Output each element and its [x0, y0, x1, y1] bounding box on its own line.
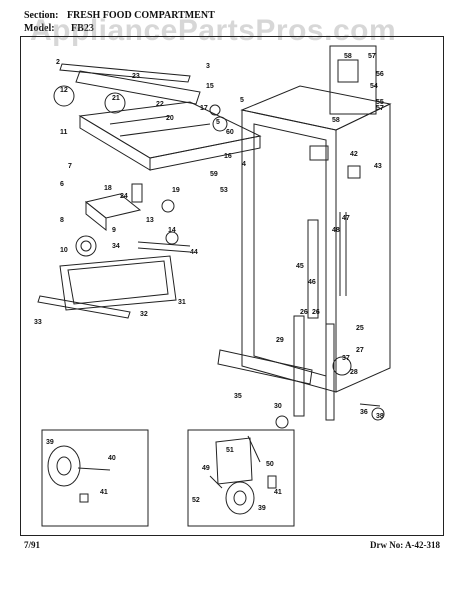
callout-33: 33 — [34, 319, 42, 326]
callout-35: 35 — [234, 393, 242, 400]
callout-39b: 39 — [258, 505, 266, 512]
callout-14: 14 — [168, 227, 176, 234]
callout-56: 56 — [376, 71, 384, 78]
model-value: FB23 — [71, 23, 94, 34]
callout-18: 18 — [104, 185, 112, 192]
model-label: Model: — [24, 23, 55, 34]
callout-17: 17 — [200, 105, 208, 112]
callout-5b: 5 — [216, 119, 220, 126]
callout-34: 34 — [112, 243, 120, 250]
callout-2: 2 — [56, 59, 60, 66]
caster-part — [47, 445, 111, 503]
callout-9: 9 — [112, 227, 116, 234]
callout-24: 24 — [120, 193, 128, 200]
callout-7: 7 — [68, 163, 72, 170]
hinge-caster-part — [209, 435, 277, 515]
callout-10: 10 — [60, 247, 68, 254]
exploded-parts-diagram: 2 3 23 12 21 22 15 5 17 5 60 20 11 4 16 … — [34, 45, 392, 527]
callout-41: 41 — [100, 489, 108, 496]
callout-47: 47 — [342, 215, 350, 222]
callout-3: 3 — [206, 63, 210, 70]
callout-19: 19 — [172, 187, 180, 194]
footer-date: 7/91 — [24, 540, 41, 550]
callout-27: 27 — [356, 347, 364, 354]
callout-30: 30 — [274, 403, 282, 410]
rail-part — [59, 63, 201, 105]
callout-6: 6 — [60, 181, 64, 188]
callout-60: 60 — [226, 129, 234, 136]
callout-5: 5 — [240, 97, 244, 104]
callout-4: 4 — [242, 161, 246, 168]
callout-46: 46 — [308, 279, 316, 286]
callout-51: 51 — [226, 447, 234, 454]
callout-29: 29 — [276, 337, 284, 344]
cabinet-liner-part — [240, 85, 392, 393]
callout-25: 25 — [356, 325, 364, 332]
watermark: AppliancePartsPros.com — [30, 14, 397, 47]
callout-41b: 41 — [274, 489, 282, 496]
callout-45: 45 — [296, 263, 304, 270]
callout-37: 37 — [342, 355, 350, 362]
callout-48: 48 — [332, 227, 340, 234]
callout-31: 31 — [178, 299, 186, 306]
callout-54: 54 — [370, 83, 378, 90]
diagram-frame — [20, 36, 444, 536]
callout-20: 20 — [166, 115, 174, 122]
section-title: FRESH FOOD COMPARTMENT — [66, 10, 215, 21]
callout-15: 15 — [206, 83, 214, 90]
section-header: Section: FRESH FOOD COMPARTMENT — [24, 10, 215, 21]
light-assembly-part — [75, 183, 179, 257]
callout-52: 52 — [192, 497, 200, 504]
callout-13: 13 — [146, 217, 154, 224]
callout-59: 59 — [210, 171, 218, 178]
callout-42: 42 — [350, 151, 358, 158]
callout-38: 38 — [376, 413, 384, 420]
callout-55: 55 — [376, 99, 384, 106]
callout-57: 57 — [368, 53, 376, 60]
parts-diagram-sheet: Section: FRESH FOOD COMPARTMENT Model: F… — [20, 6, 444, 594]
callout-53: 53 — [220, 187, 228, 194]
callout-23: 23 — [132, 73, 140, 80]
callout-26b: 26 — [312, 309, 320, 316]
callout-36: 36 — [360, 409, 368, 416]
callout-58: 58 — [344, 53, 352, 60]
callout-57b: 57 — [376, 105, 384, 112]
callout-50: 50 — [266, 461, 274, 468]
callout-12: 12 — [60, 87, 68, 94]
callout-labels: 2 3 23 12 21 22 15 5 17 5 60 20 11 4 16 … — [34, 53, 384, 512]
callout-8: 8 — [60, 217, 64, 224]
callout-21: 21 — [112, 95, 120, 102]
callout-28: 28 — [350, 369, 358, 376]
callout-11: 11 — [60, 129, 68, 136]
callout-39: 39 — [46, 439, 54, 446]
callout-26: 26 — [300, 309, 308, 316]
model-header: Model: FB23 — [24, 23, 94, 34]
control-housing-part — [78, 101, 262, 171]
callout-16: 16 — [224, 153, 232, 160]
shelf-part — [59, 255, 177, 311]
callout-58b: 58 — [332, 117, 340, 124]
callout-32: 32 — [140, 311, 148, 318]
callout-43: 43 — [374, 163, 382, 170]
callout-44: 44 — [190, 249, 198, 256]
callout-22: 22 — [156, 101, 164, 108]
callout-49: 49 — [202, 465, 210, 472]
callout-40: 40 — [108, 455, 116, 462]
section-label: Section: — [24, 10, 59, 21]
footer-drawing-number: Drw No: A-42-318 — [370, 540, 440, 550]
